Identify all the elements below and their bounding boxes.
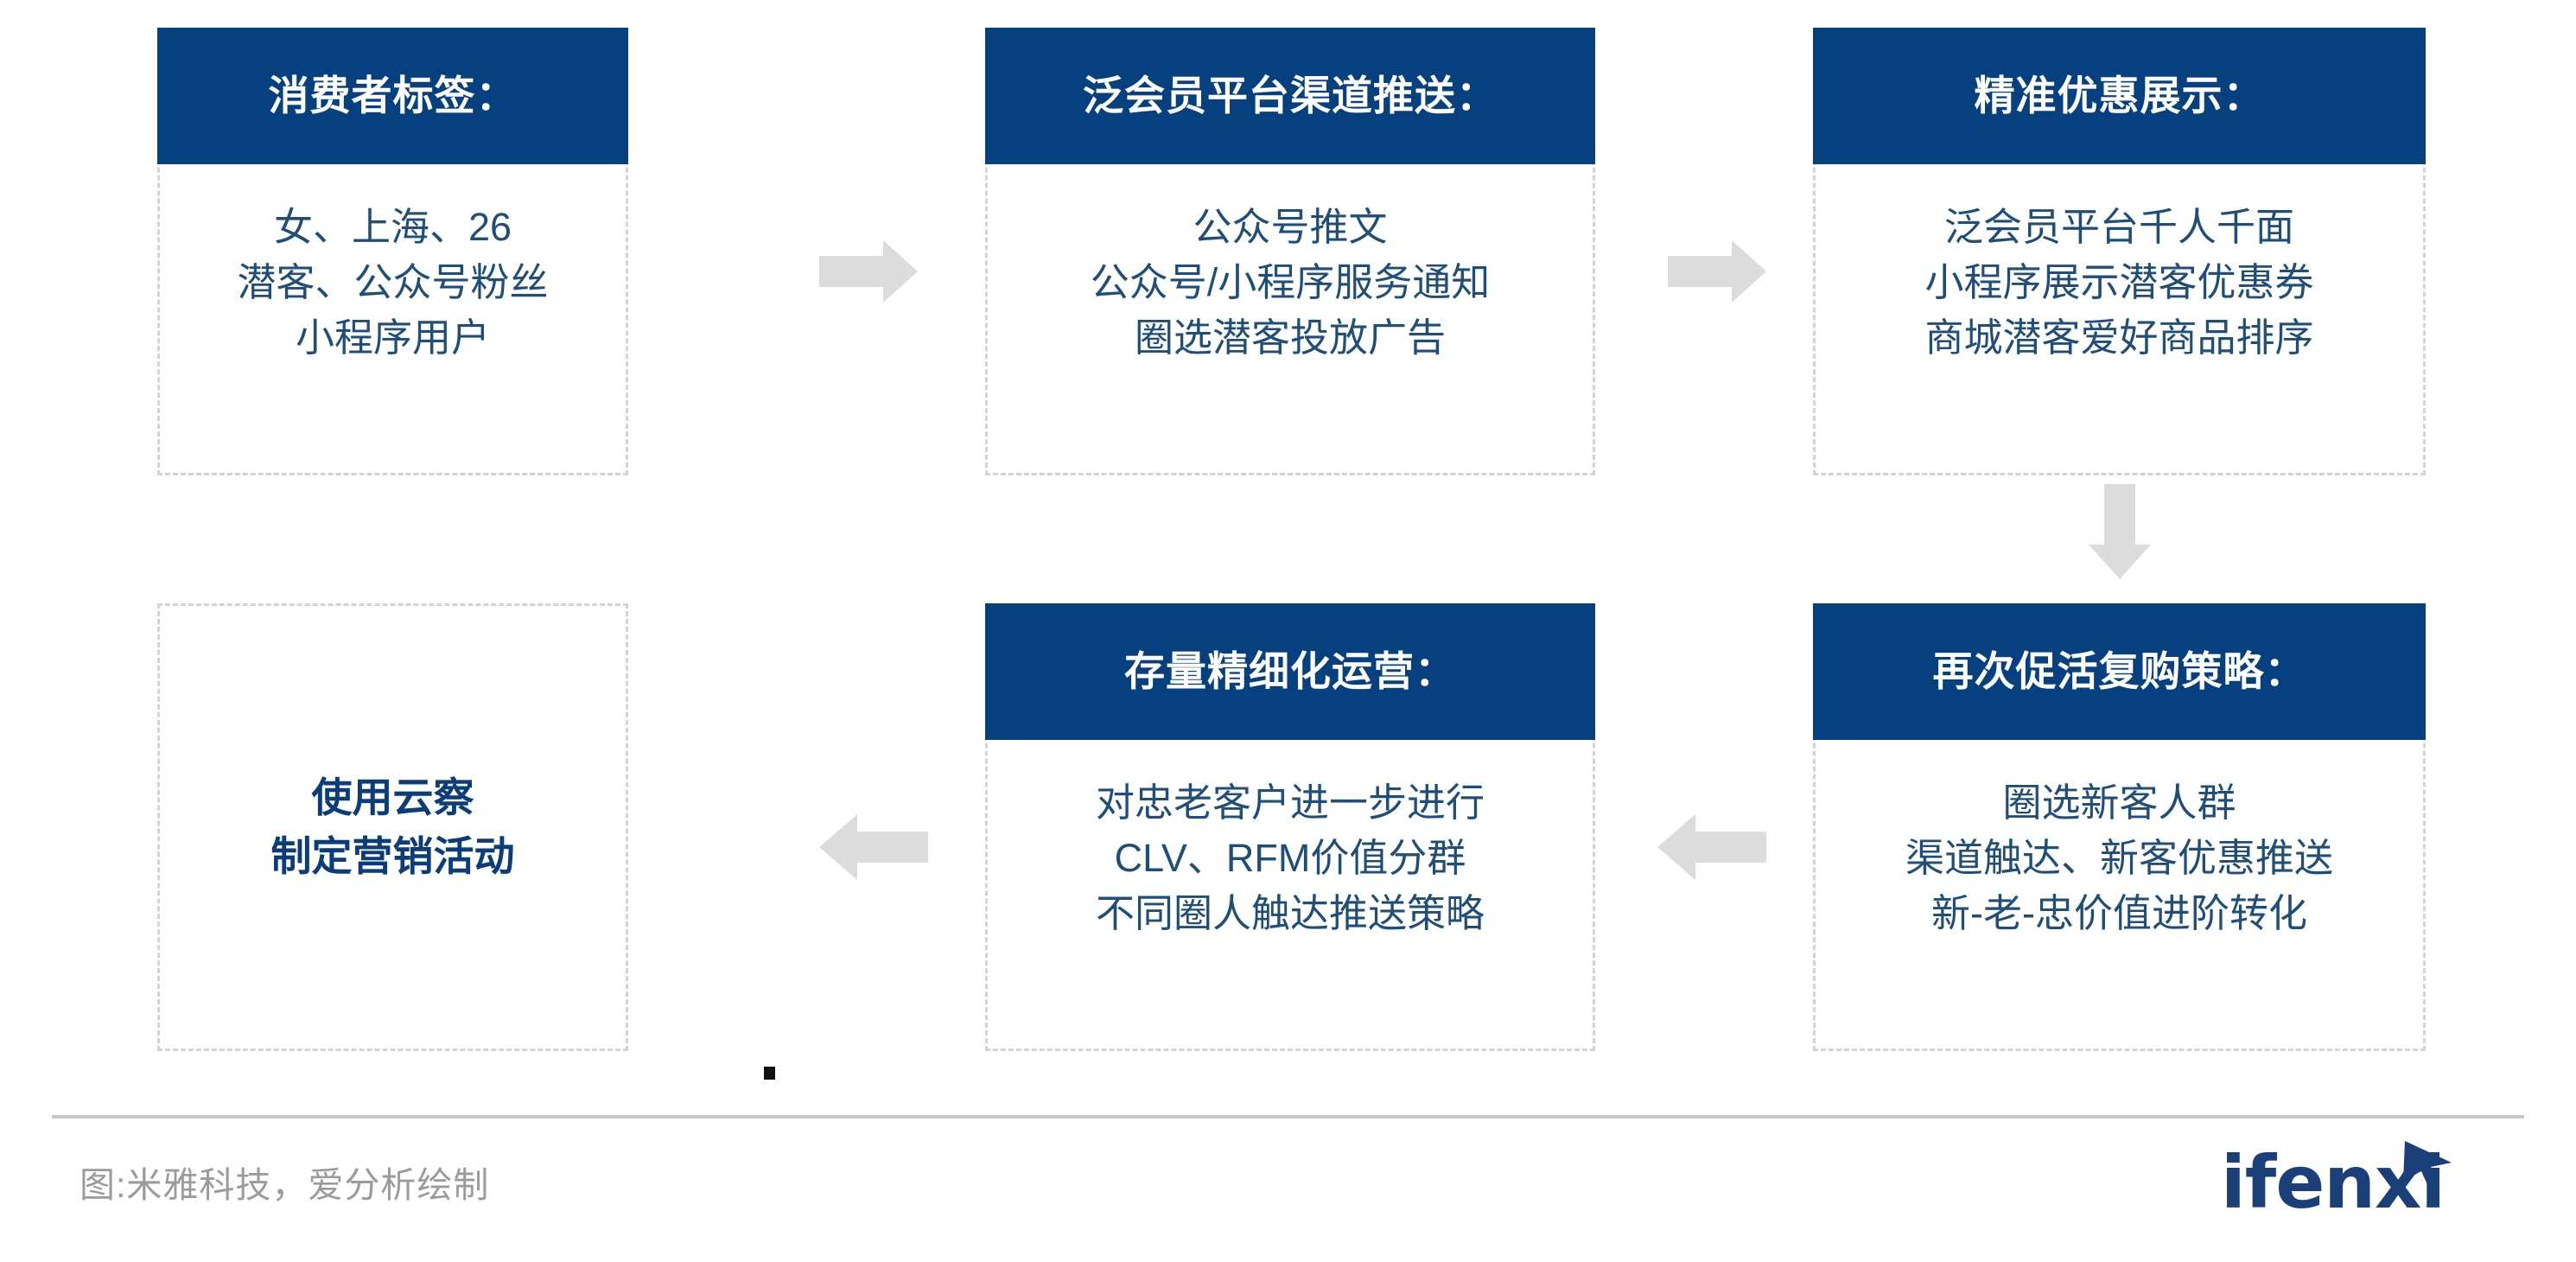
process-box-precise-promotion-display: 精准优惠展示： 泛会员平台千人千面 小程序展示潜客优惠券 商城潜客爱好商品排序 <box>1813 28 2426 475</box>
box-body-repurchase-reactivation-strategy: 圈选新客人群 渠道触达、新客优惠推送 新-老-忠价值进阶转化 <box>1816 775 2423 941</box>
box-header-stock-refined-operation: 存量精细化运营： <box>985 603 1595 740</box>
box-line: 小程序展示潜客优惠券 <box>1924 259 2314 304</box>
box-line: 对忠老客户进一步进行 <box>1095 781 1485 825</box>
arrow-left-1 <box>1657 814 1766 880</box>
process-box-stock-refined-operation: 存量精细化运营： 对忠老客户进一步进行 CLV、RFM价值分群 不同圈人触达推送… <box>985 603 1595 1051</box>
box-body-stock-refined-operation: 对忠老客户进一步进行 CLV、RFM价值分群 不同圈人触达推送策略 <box>988 775 1593 941</box>
box-line: 制定营销活动 <box>270 833 515 879</box>
arrow-down-icon <box>2089 484 2151 579</box>
box-body-precise-promotion-display: 泛会员平台千人千面 小程序展示潜客优惠券 商城潜客爱好商品排序 <box>1816 200 2423 366</box>
arrow-left-icon <box>1657 814 1766 880</box>
box-line: 女、上海、26 <box>273 205 512 249</box>
arrow-right-1 <box>819 240 918 303</box>
box-header-repurchase-reactivation-strategy: 再次促活复购策略： <box>1813 603 2426 740</box>
process-box-repurchase-reactivation-strategy: 再次促活复购策略： 圈选新客人群 渠道触达、新客优惠推送 新-老-忠价值进阶转化 <box>1813 603 2426 1051</box>
arrow-right-icon <box>1668 240 1766 303</box>
process-box-consumer-tags: 消费者标签： 女、上海、26 潜客、公众号粉丝 小程序用户 <box>157 28 628 475</box>
box-line: 圈选新客人群 <box>2002 781 2236 825</box>
box-line: 商城潜客爱好商品排序 <box>1924 315 2314 360</box>
box-header-membership-channel-push: 泛会员平台渠道推送： <box>985 28 1595 164</box>
process-box-use-yuncha-plan-campaign: 使用云察 制定营销活动 <box>157 603 628 1051</box>
stray-dot-artifact <box>764 1067 775 1080</box>
box-line: 圈选潜客投放广告 <box>1134 315 1446 360</box>
box-line: 公众号推文 <box>1193 205 1388 249</box>
footer-divider <box>52 1115 2524 1119</box>
box-body-consumer-tags: 女、上海、26 潜客、公众号粉丝 小程序用户 <box>160 200 626 366</box>
box-header-precise-promotion-display: 精准优惠展示： <box>1813 28 2426 164</box>
box-line: 新-老-忠价值进阶转化 <box>1931 890 2307 935</box>
ifenxi-logo: ifenxi <box>2221 1141 2497 1238</box>
process-box-membership-channel-push: 泛会员平台渠道推送： 公众号推文 公众号/小程序服务通知 圈选潜客投放广告 <box>985 28 1595 475</box>
arrow-right-icon <box>819 240 918 303</box>
box-body-use-yuncha-plan-campaign: 使用云察 制定营销活动 <box>160 606 626 1048</box>
arrow-left-icon <box>819 814 928 880</box>
box-line: 不同圈人触达推送策略 <box>1095 890 1485 935</box>
box-line: 渠道触达、新客优惠推送 <box>1905 835 2333 880</box>
arrow-left-2 <box>819 814 928 880</box>
box-line: 公众号/小程序服务通知 <box>1090 259 1491 304</box>
box-line: CLV、RFM价值分群 <box>1114 835 1466 880</box>
box-header-consumer-tags: 消费者标签： <box>157 28 628 164</box>
cursor-arrow-icon <box>2400 1141 2457 1197</box>
box-line: 潜客、公众号粉丝 <box>237 259 549 304</box>
box-body-membership-channel-push: 公众号推文 公众号/小程序服务通知 圈选潜客投放广告 <box>988 200 1593 366</box>
arrow-down-1 <box>2089 484 2151 579</box>
box-line: 泛会员平台千人千面 <box>1943 205 2294 249</box>
arrow-right-2 <box>1668 240 1766 303</box>
box-line: 使用云察 <box>311 774 474 820</box>
footer-source-note: 图:米雅科技，爱分析绘制 <box>80 1165 490 1205</box>
box-line: 小程序用户 <box>295 315 490 360</box>
